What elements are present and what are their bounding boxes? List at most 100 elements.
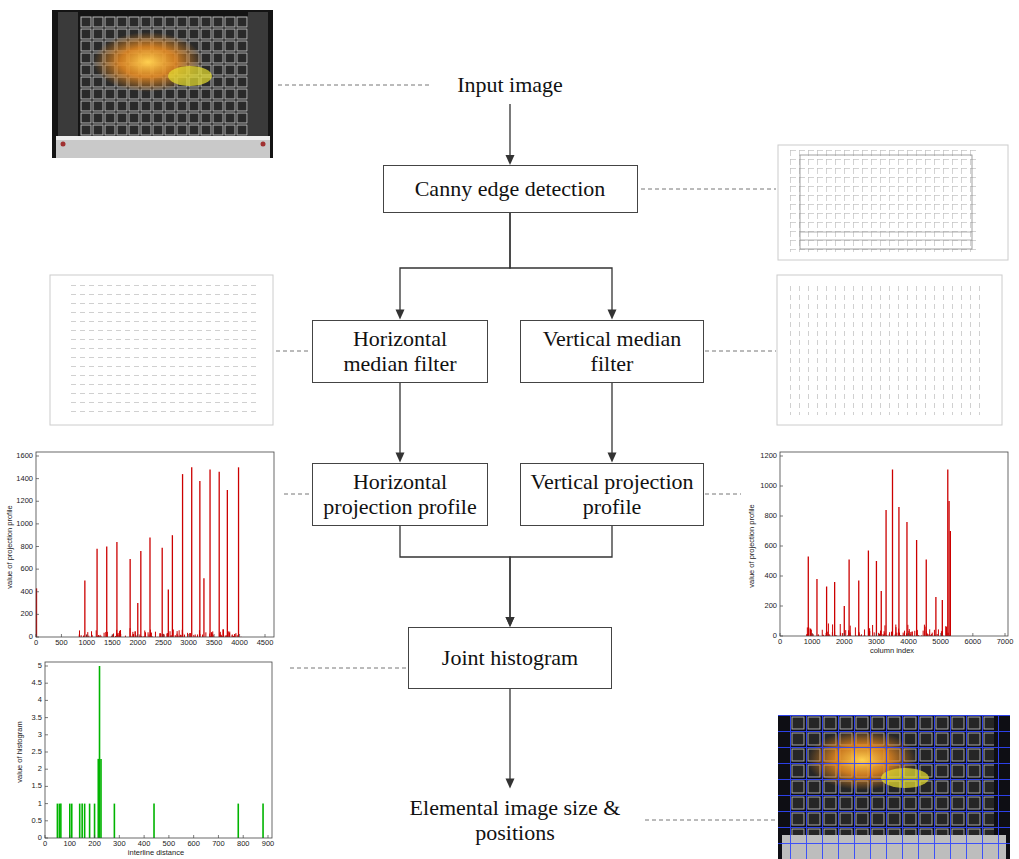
tick-mark bbox=[45, 835, 46, 838]
histogram-bar bbox=[159, 633, 160, 637]
tick-label: 1000 bbox=[760, 482, 777, 490]
tick-mark bbox=[36, 614, 39, 615]
arrow-head bbox=[506, 617, 515, 627]
histogram-bar bbox=[133, 634, 134, 637]
histogram-bar bbox=[223, 629, 224, 637]
histogram-bar bbox=[923, 631, 924, 636]
histogram-bar bbox=[170, 631, 171, 637]
flow-arrow bbox=[506, 104, 515, 165]
tick-label: 1200 bbox=[16, 498, 33, 506]
photo-base bbox=[56, 136, 270, 140]
histogram-bar bbox=[946, 627, 947, 636]
histogram-bar bbox=[132, 632, 133, 637]
histogram-bar bbox=[100, 759, 102, 838]
tick-label: 4000 bbox=[231, 639, 248, 647]
histogram-bar bbox=[235, 633, 236, 637]
edge-pattern bbox=[790, 150, 976, 252]
histogram-bar bbox=[144, 630, 145, 637]
arrow-head bbox=[396, 310, 405, 320]
histogram-bar bbox=[881, 591, 882, 636]
tick-mark bbox=[780, 486, 783, 487]
histogram-bar bbox=[87, 632, 88, 637]
leader-line bbox=[284, 494, 311, 495]
axis-title: value of projection profile bbox=[748, 504, 756, 587]
histogram-bar bbox=[203, 578, 204, 637]
histogram-bar bbox=[71, 804, 73, 838]
histogram-bar bbox=[876, 561, 877, 636]
tick-mark bbox=[36, 591, 39, 592]
tick-label: 2000 bbox=[836, 638, 853, 646]
histogram-bar bbox=[947, 470, 948, 637]
histogram-bar bbox=[118, 633, 119, 637]
tick-label: 100 bbox=[64, 840, 77, 848]
histogram-bar bbox=[889, 632, 890, 636]
flow-label: Input image bbox=[430, 69, 590, 101]
histogram-bar bbox=[148, 632, 149, 637]
tick-label: 2 bbox=[38, 765, 42, 773]
tick-mark bbox=[112, 634, 113, 637]
leader-line bbox=[705, 494, 741, 495]
tick-label: 3500 bbox=[206, 639, 223, 647]
tick-label: 2000 bbox=[129, 639, 146, 647]
arrow-line bbox=[400, 526, 510, 620]
histogram-bar bbox=[935, 597, 936, 636]
photo-frame bbox=[248, 12, 268, 138]
flow-arrow bbox=[510, 213, 617, 320]
tick-mark bbox=[780, 633, 781, 636]
histogram-bar bbox=[153, 804, 155, 838]
tick-label: column index bbox=[870, 647, 914, 655]
histogram-bar bbox=[262, 804, 264, 838]
node-text: Input image bbox=[457, 72, 563, 97]
tick-label: 200 bbox=[88, 840, 101, 848]
tick-label: 800 bbox=[237, 840, 250, 848]
tick-label: 300 bbox=[113, 840, 126, 848]
tick-mark bbox=[45, 700, 48, 701]
leader-line bbox=[705, 351, 776, 352]
tick-label: 1000 bbox=[16, 520, 33, 528]
tick-label: 0.5 bbox=[32, 817, 42, 825]
detected-grid bbox=[778, 715, 1010, 859]
histogram-bar bbox=[845, 630, 846, 636]
plot-frame bbox=[36, 452, 274, 637]
histogram-bar bbox=[912, 631, 913, 636]
flow-arrow bbox=[506, 526, 613, 628]
tick-mark bbox=[36, 501, 39, 502]
histogram-bar bbox=[119, 631, 120, 637]
tick-label: 6000 bbox=[965, 638, 982, 646]
tick-mark bbox=[812, 633, 813, 636]
histogram-bar bbox=[864, 629, 865, 636]
histogram-bar bbox=[916, 540, 917, 636]
arrow-head bbox=[506, 155, 515, 165]
leader-line bbox=[290, 668, 407, 669]
tick-mark bbox=[239, 634, 240, 637]
flow-arrow bbox=[396, 383, 405, 463]
tick-mark bbox=[780, 636, 783, 637]
tick-mark bbox=[94, 835, 95, 838]
arrow-line bbox=[510, 526, 612, 620]
tick-label: 0 bbox=[773, 632, 777, 640]
tick-mark bbox=[940, 633, 941, 636]
tick-mark bbox=[188, 634, 189, 637]
histogram-bar bbox=[79, 804, 81, 838]
histogram-bar bbox=[160, 634, 161, 637]
node-text: Canny edge detection bbox=[415, 176, 606, 201]
tick-mark bbox=[214, 634, 215, 637]
histogram-bar bbox=[898, 507, 899, 636]
histogram-bar bbox=[179, 630, 180, 637]
histogram-bar bbox=[834, 582, 835, 636]
tick-label: interline distance bbox=[128, 849, 184, 857]
histogram-bar bbox=[822, 630, 823, 636]
histogram-bar bbox=[924, 625, 925, 636]
tick-mark bbox=[86, 634, 87, 637]
arrow-head bbox=[608, 453, 617, 463]
histogram-bar bbox=[84, 580, 85, 637]
histogram-bar bbox=[826, 587, 827, 637]
histogram-bar bbox=[904, 631, 905, 636]
node-text: Vertical median filter bbox=[527, 326, 697, 377]
tick-mark bbox=[908, 633, 909, 636]
tick-label: 900 bbox=[262, 840, 275, 848]
plot-bars bbox=[807, 470, 951, 637]
plot-bars bbox=[37, 467, 242, 637]
histogram-bar bbox=[908, 631, 909, 636]
histogram-bar bbox=[135, 631, 136, 637]
